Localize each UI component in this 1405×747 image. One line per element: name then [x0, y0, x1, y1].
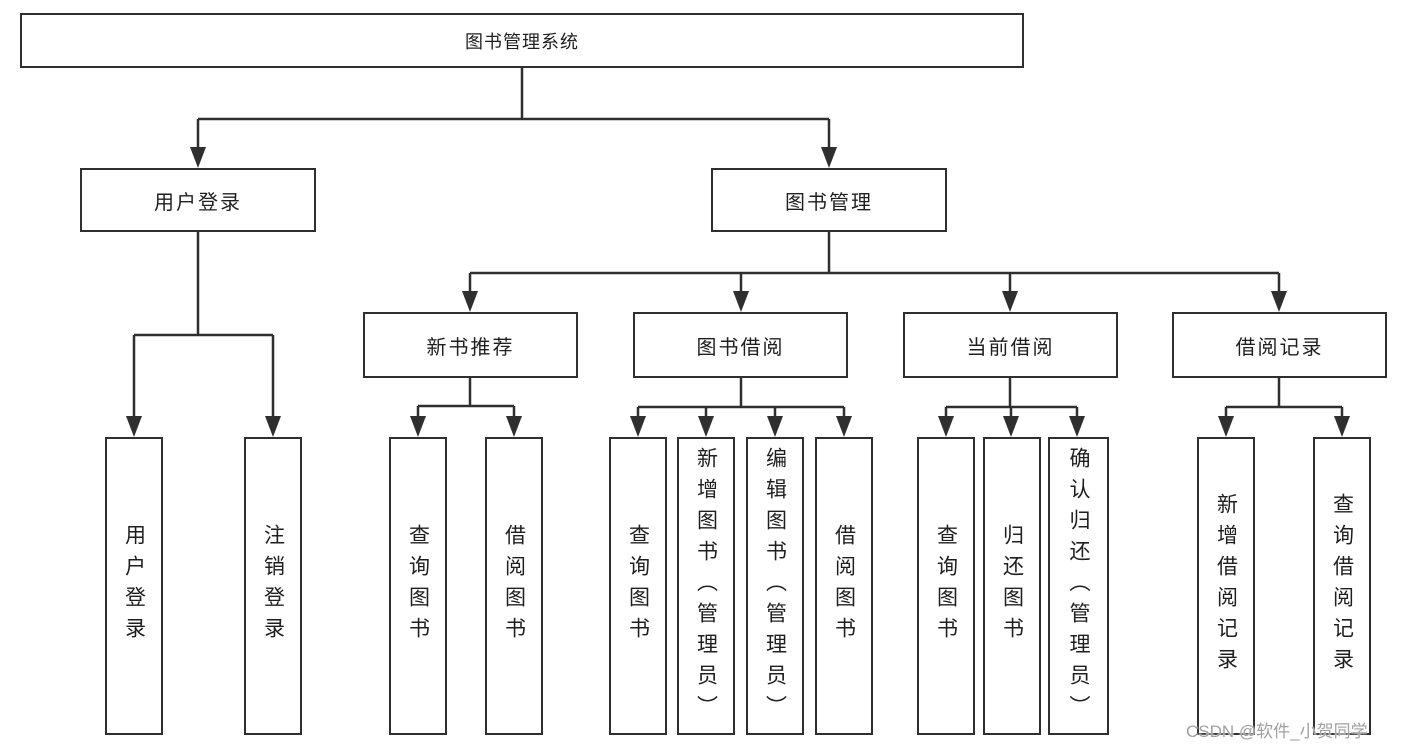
leaf-current-query-books: 查询图书: [917, 437, 975, 735]
node-book-management-label: 图书管理: [785, 191, 873, 214]
node-borrow-records: 借阅记录: [1172, 312, 1387, 378]
node-new-book-recommend-label: 新书推荐: [426, 336, 515, 359]
leaf-confirm-return-admin-label: 确认归还（管理员）: [1067, 446, 1090, 726]
leaf-user-login: 用户登录: [105, 437, 163, 735]
leaf-logout-label: 注销登录: [261, 524, 285, 648]
leaf-add-borrow-record: 新增借阅记录: [1197, 437, 1255, 735]
leaf-edit-books-admin: 编辑图书（管理员）: [746, 437, 804, 735]
node-user-login-label: 用户登录: [154, 191, 242, 214]
leaf-rec-borrow-books-label: 借阅图书: [502, 524, 526, 648]
node-book-management: 图书管理: [711, 168, 947, 232]
leaf-borrow-query-books-label: 查询图书: [626, 524, 650, 648]
node-current-borrow-label: 当前借阅: [966, 336, 1055, 359]
node-system-root: 图书管理系统: [20, 13, 1024, 68]
node-current-borrow: 当前借阅: [903, 312, 1118, 378]
leaf-logout: 注销登录: [244, 437, 302, 735]
leaf-add-borrow-record-label: 新增借阅记录: [1214, 493, 1238, 679]
leaf-rec-query-books: 查询图书: [389, 437, 447, 735]
node-system-root-label: 图书管理系统: [465, 31, 579, 52]
leaf-borrow-books-label: 借阅图书: [832, 524, 856, 648]
leaf-query-borrow-record: 查询借阅记录: [1313, 437, 1371, 735]
csdn-watermark: CSDN @软件_小贺同学: [1186, 722, 1368, 741]
node-book-borrow-label: 图书借阅: [696, 336, 785, 359]
leaf-current-query-books-label: 查询图书: [934, 524, 958, 648]
leaf-user-login-label: 用户登录: [122, 524, 146, 648]
leaf-return-books-label: 归还图书: [1000, 524, 1024, 648]
arrowheads: [126, 147, 1350, 437]
node-book-borrow: 图书借阅: [633, 312, 848, 378]
leaf-add-books-admin: 新增图书（管理员）: [677, 437, 735, 735]
connector-strokes: [132, 68, 1344, 422]
leaf-rec-query-books-label: 查询图书: [406, 524, 430, 648]
leaf-return-books: 归还图书: [983, 437, 1041, 735]
node-user-login: 用户登录: [80, 168, 316, 232]
leaf-edit-books-admin-label: 编辑图书（管理员）: [763, 446, 787, 726]
node-new-book-recommend: 新书推荐: [363, 312, 578, 378]
node-borrow-records-label: 借阅记录: [1235, 336, 1324, 359]
leaf-borrow-books: 借阅图书: [815, 437, 873, 735]
leaf-rec-borrow-books: 借阅图书: [485, 437, 543, 735]
leaf-borrow-query-books: 查询图书: [609, 437, 667, 735]
leaf-confirm-return-admin: 确认归还（管理员）: [1048, 437, 1109, 735]
leaf-add-books-admin-label: 新增图书（管理员）: [694, 446, 718, 726]
leaf-query-borrow-record-label: 查询借阅记录: [1330, 493, 1354, 679]
